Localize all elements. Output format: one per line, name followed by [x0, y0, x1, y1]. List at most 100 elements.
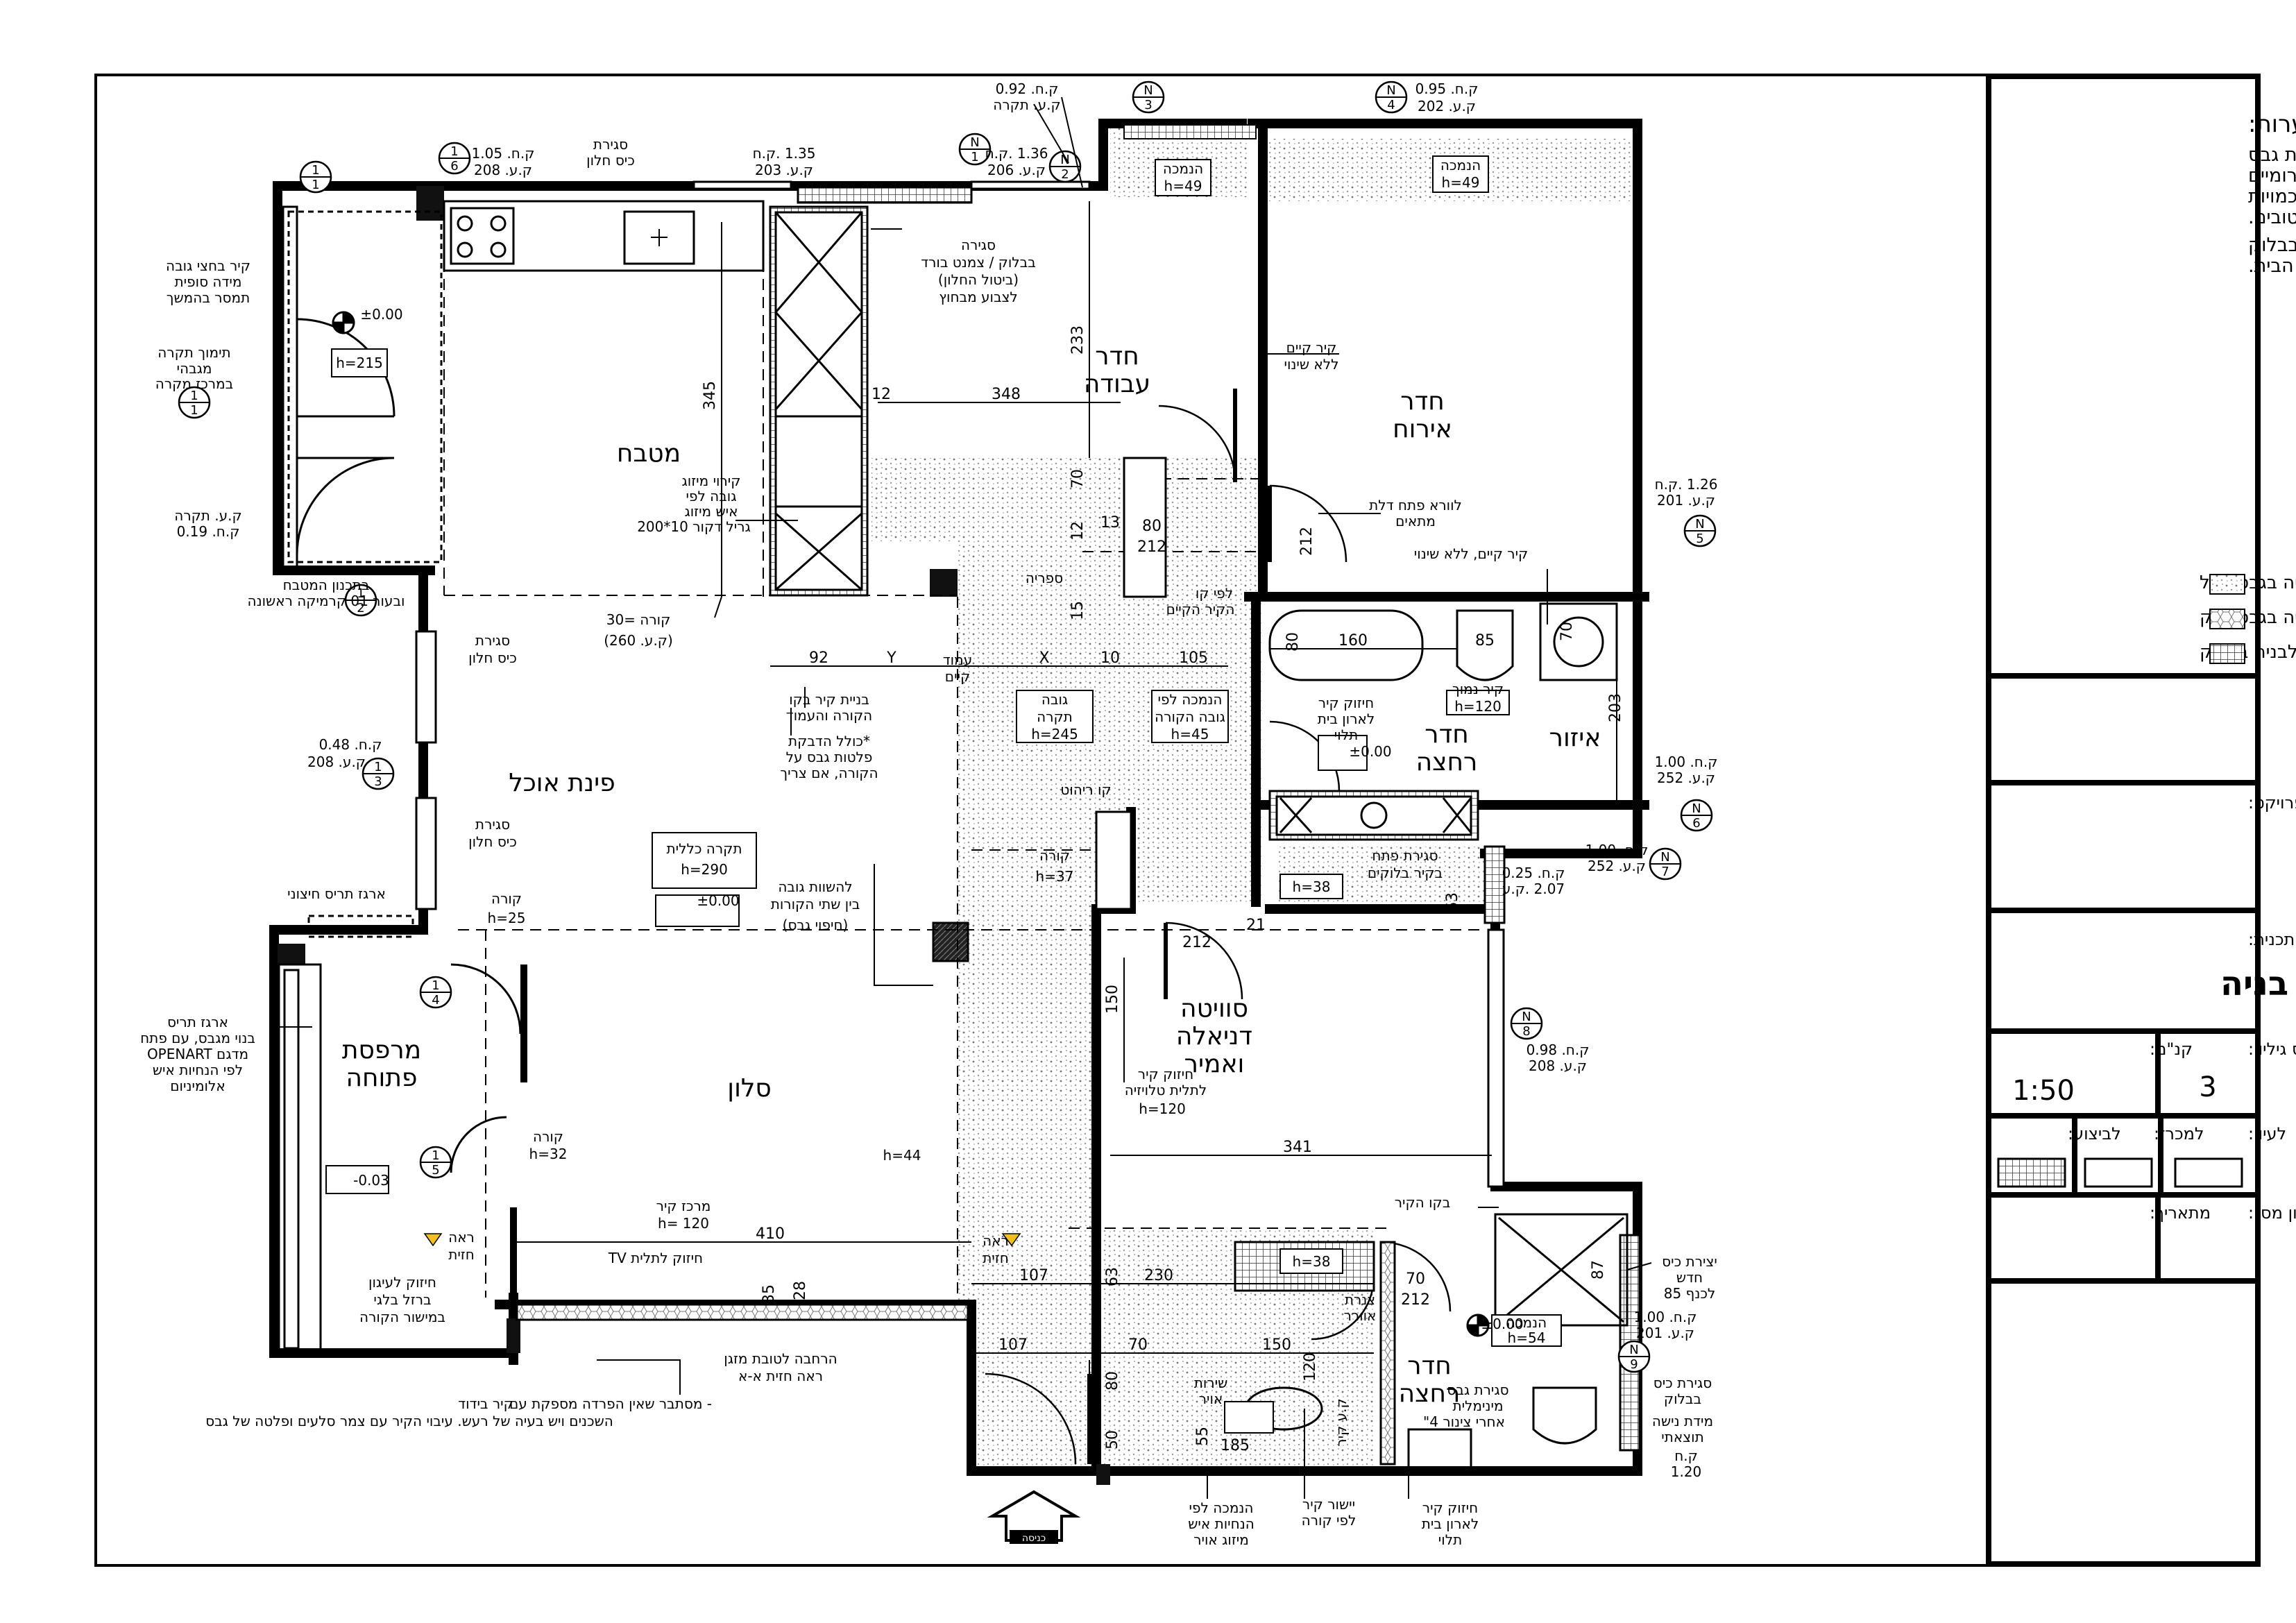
tb-supplier-label: למכרז: [2154, 1124, 2204, 1144]
dim-63: 63 [1444, 892, 1461, 912]
tag-living-floor: ±0.00 [697, 892, 739, 909]
note-sparia: ספריה [1026, 570, 1063, 586]
note-climate-2: ראה חזית א-א [738, 1368, 823, 1384]
column-7 [1096, 1464, 1110, 1485]
note-k126-2: ק.ע. 201 [1657, 492, 1715, 509]
note-k092-1: ק.ח. 0.92 [996, 80, 1059, 97]
note-support-3: במרכז מקרה [155, 375, 233, 392]
dim-150: 150 [1104, 985, 1121, 1014]
tb-note-3: לפי מפרט בכתב כמויות [2248, 186, 2296, 207]
note-shower-pipe-2: אויר [1199, 1391, 1223, 1407]
marker-dividers [179, 96, 1715, 1357]
note-lower-by-2: הנחיות איש [1188, 1515, 1255, 1532]
note-reinforce-cab-2: לארון בית [1422, 1515, 1479, 1532]
note-pocket-close-1: סגירת כיס [1653, 1375, 1712, 1391]
marker-14-top: 1 [432, 1148, 439, 1163]
title-block: הערות: -הבניה תעשה בקירות גבס דו-קרומיים… [1989, 76, 2296, 1564]
dim-70c: 70 [1406, 1271, 1425, 1288]
dim-150b: 150 [1262, 1336, 1291, 1354]
dim-y: Y [886, 649, 896, 667]
note-by-wall-1: לפי קו [1196, 585, 1233, 602]
note-k092-2: ק.ע. תקרה [993, 96, 1060, 113]
room-bath-1: חדר [1425, 720, 1469, 749]
marker-15-bottom: 9 [1630, 1357, 1638, 1372]
room-suite-1: סוויטה [1180, 994, 1248, 1023]
gypsum-zone-corridor [958, 458, 1096, 1318]
marker-3-top: N [1060, 153, 1069, 167]
marker-13-bottom: 8 [1522, 1024, 1530, 1039]
marker-3-bottom: 2 [1061, 167, 1069, 182]
note-gypsum-2: מינימלית [1452, 1397, 1503, 1414]
marker-9-top: 1 [374, 760, 382, 774]
dimension-numbers: 345 348 233 12 70 80 212 13 12 92 Y X 10… [701, 325, 1624, 1454]
note-k126-1: 1.26 .ק.ח [1655, 476, 1718, 493]
room-balcony-1: מרפסת [342, 1036, 421, 1064]
dim-12b: 12 [1069, 521, 1087, 541]
marker-14-bottom: 5 [432, 1163, 439, 1178]
note-zinc-2: אוורר [1344, 1307, 1377, 1324]
room-living: סלון [727, 1074, 771, 1103]
note-wall-center-1: מרכז קיר [656, 1198, 711, 1214]
note-reinforce-cab-1: חיזוק קיר [1422, 1499, 1478, 1516]
dim-185: 185 [1221, 1437, 1250, 1454]
note-reinforce-2: לארון בית [1318, 711, 1375, 727]
dim-13: 13 [1100, 514, 1120, 532]
note-k100c-2: ק.ע. 201 [1636, 1325, 1694, 1341]
room-bath2-1: חדר [1407, 1352, 1452, 1380]
tb-legend-3-swatch [2209, 643, 2245, 664]
note-k100c-1: ק.ח. 1.00 [1634, 1309, 1697, 1325]
note-pocket-1: יצירת כיס [1662, 1253, 1717, 1270]
note-wall-build-3: *כולל הדבקת [788, 733, 870, 749]
note-wall-level-1: יישור קיר [1302, 1496, 1355, 1513]
dim-233: 233 [1069, 325, 1087, 355]
marker-15-top: N [1629, 1343, 1638, 1357]
note-closing-4: לצבוע מבחוץ [939, 289, 1018, 305]
marker-10-top: N [1692, 801, 1701, 816]
dim-107a: 107 [1019, 1267, 1048, 1284]
note-in-wall: בקו הקיר [1395, 1194, 1451, 1211]
note-k019-1: ק.ע. תקרה [174, 507, 241, 524]
tb-review-check[interactable] [2174, 1157, 2243, 1188]
note-see-detail2-1: ראה [983, 1232, 1009, 1249]
dim-21: 21 [1246, 917, 1266, 934]
dim-15: 15 [1069, 601, 1087, 620]
beam-lines [443, 207, 1485, 1305]
tag-h120-b: h=120 [1454, 698, 1502, 715]
room-guest-2: אירוח [1393, 415, 1452, 443]
note-door-close-1: סגירת פתח [1372, 847, 1438, 864]
note-dining-window-1: סגירת [475, 632, 510, 649]
tb-update-box [2158, 1195, 2258, 1281]
tag-lowering-45-3: h=45 [1171, 726, 1209, 742]
tb-bottom-box [1989, 1281, 2258, 1564]
kitchen-bay [282, 205, 443, 569]
entrance-label: כניסה [1022, 1533, 1046, 1544]
tag-lowering-45-1: הנמכה לפי [1158, 691, 1223, 708]
note-closing-1: סגירה [961, 237, 996, 253]
dim-lines [513, 201, 1617, 1464]
note-lower-by-1: הנמכה לפי [1189, 1499, 1254, 1516]
note-balcony-box-3: מדגם OPENART [147, 1046, 248, 1062]
hall-box-2 [1095, 810, 1132, 910]
note-closing-3: (ביטול החלון) [938, 271, 1019, 288]
tb-date-label: מתאריך: [2150, 1203, 2211, 1223]
note-wall-level-2: לפי קורה [1302, 1512, 1357, 1529]
plan: כניסה מטבח חדר עבודה חדר אירוח פינת אוכל… [140, 80, 1717, 1548]
note-wall-build-4: פלטות גבס על [786, 749, 873, 765]
tb-project-box [1989, 783, 2258, 910]
tb-plan-box [1989, 910, 2258, 1031]
note-k025-1: ק.ח. 0.25 [1502, 865, 1565, 881]
tag-lowering-45-2: גובה הקורה [1155, 708, 1225, 725]
dim-212b: 212 [1298, 527, 1316, 556]
dim-212c: 212 [1182, 934, 1211, 951]
tb-supplier-check[interactable] [2084, 1157, 2153, 1188]
marker-5-bottom: 4 [1387, 98, 1395, 112]
note-exist-wall-1: קיר קיים [1286, 339, 1337, 356]
marker-2-bottom: 1 [971, 150, 978, 164]
note-k100b-2: ק.ע. 252 [1588, 858, 1646, 874]
tb-blank-box [1989, 676, 2258, 783]
note-k100a-2: ק.ע. 252 [1657, 770, 1715, 786]
marker-4-bottom: 3 [1144, 98, 1152, 112]
tag-kitchen-floor: ±0.00 [360, 306, 402, 323]
tb-exec-check[interactable] [1997, 1157, 2066, 1188]
